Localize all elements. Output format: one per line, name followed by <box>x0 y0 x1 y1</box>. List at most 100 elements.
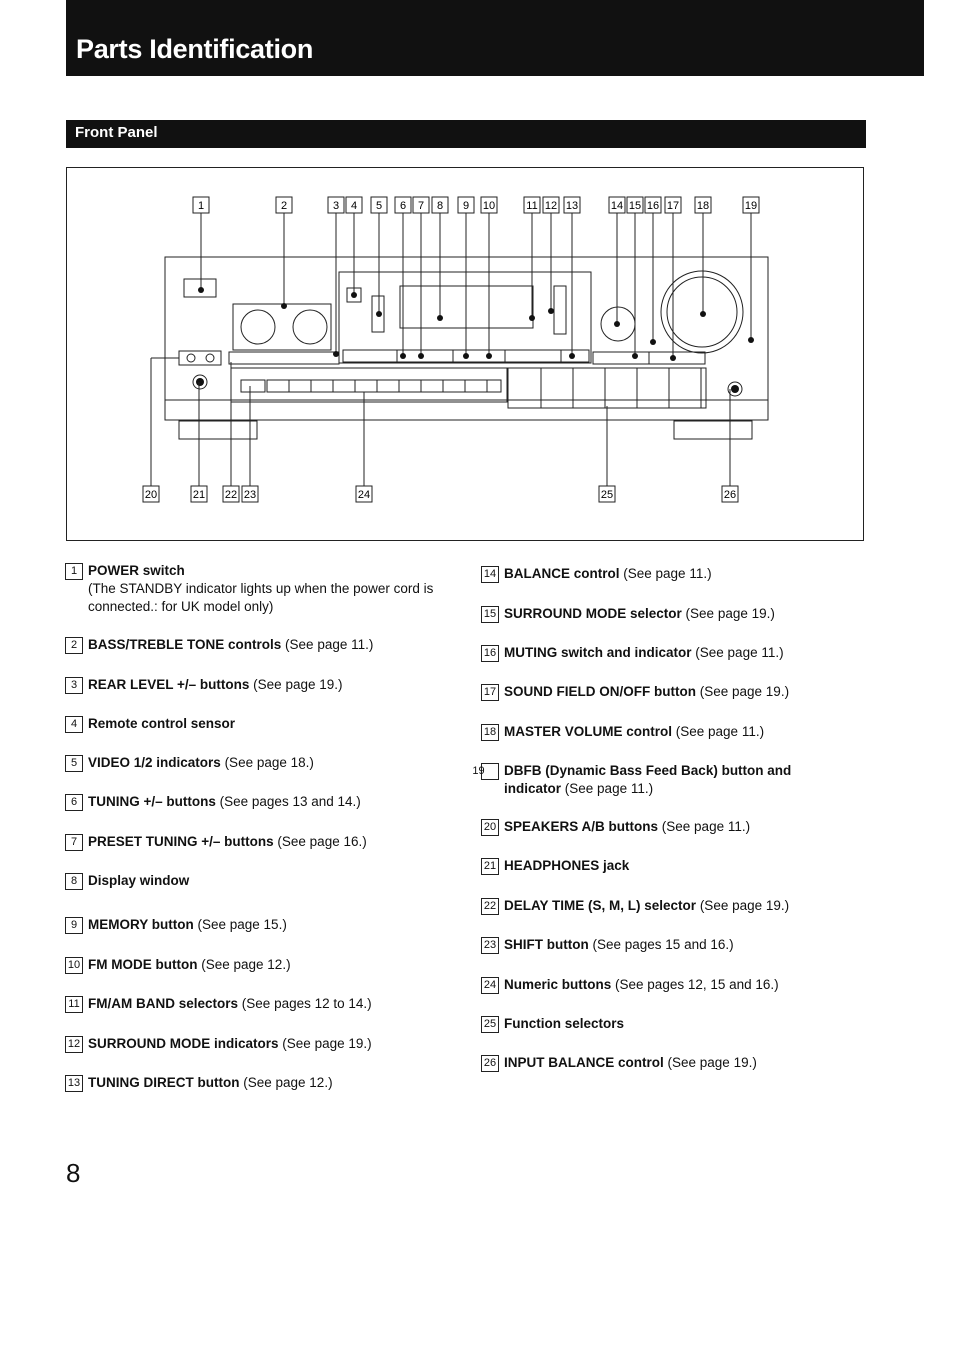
leader-dot <box>351 292 357 298</box>
left-foot <box>178 420 258 440</box>
part-number-badge: 4 <box>65 716 83 733</box>
callout-label-top-17: 17 <box>667 200 679 212</box>
leader-dot <box>418 353 424 359</box>
headphones-jack <box>192 374 208 390</box>
page-reference: (See pages 12, 15 and 16.) <box>615 977 779 992</box>
part-number-badge: 17 <box>481 684 499 701</box>
video-indicators <box>371 295 385 333</box>
treble-knob <box>292 309 328 345</box>
page-title: Parts Identification <box>76 34 314 64</box>
speakers-ab-buttons <box>178 350 222 366</box>
page-reference: (See page 19.) <box>253 677 343 692</box>
part-name: SURROUND MODE selector <box>504 606 682 621</box>
leader-dot <box>614 321 620 327</box>
callout-label-bottom-26: 26 <box>724 489 736 501</box>
part-name: MASTER VOLUME control <box>504 724 672 739</box>
part-number-badge: 13 <box>65 1075 83 1092</box>
part-number-badge: 25 <box>481 1016 499 1033</box>
callout-label-top-15: 15 <box>629 200 641 212</box>
center-panel <box>338 271 592 364</box>
callout-label-top-10: 10 <box>483 200 495 212</box>
speaker-b-button <box>205 353 215 363</box>
part-number-badge: 22 <box>481 898 499 915</box>
part-number-badge: 10 <box>65 957 83 974</box>
bass-knob <box>240 309 276 345</box>
page-reference: (See page 19.) <box>667 1055 757 1070</box>
part-name: DELAY TIME (S, M, L) selector <box>504 898 697 913</box>
part-number-badge: 2 <box>65 637 83 654</box>
part-name: REAR LEVEL +/– buttons <box>88 677 250 692</box>
callout-label-top-7: 7 <box>418 200 424 212</box>
master-volume-knob <box>666 276 738 348</box>
page-reference: (See page 11.) <box>564 781 654 796</box>
page-reference: (See pages 15 and 16.) <box>592 937 734 952</box>
right-foot <box>673 420 753 440</box>
leader-dot <box>400 353 406 359</box>
leader-dot <box>748 337 754 343</box>
part-number-badge: 16 <box>481 645 499 662</box>
callout-label-top-13: 13 <box>566 200 578 212</box>
page-reference: (See page 11.) <box>285 637 374 652</box>
function-selectors <box>507 367 707 409</box>
rear-level-buttons <box>228 351 340 365</box>
power-switch <box>183 278 217 298</box>
page-reference: (See page 12.) <box>201 957 291 972</box>
callout-label-top-18: 18 <box>697 200 709 212</box>
part-number-badge: 26 <box>481 1055 499 1072</box>
part-name: FM/AM BAND selectors <box>88 996 239 1011</box>
callout-label-bottom-22: 22 <box>225 489 237 501</box>
part-name: MEMORY button <box>88 917 194 932</box>
callout-label-top-5: 5 <box>376 200 382 212</box>
part-note: (The STANDBY indicator lights up when th… <box>88 581 434 614</box>
part-name: MUTING switch and indicator <box>504 645 692 660</box>
part-number-badge: 3 <box>65 677 83 694</box>
page-number: 8 <box>66 1158 81 1188</box>
callout-label-top-14: 14 <box>611 200 623 212</box>
part-name: BASS/TREBLE TONE controls <box>88 637 282 652</box>
callout-label-bottom-21: 21 <box>193 489 205 501</box>
leader-dot <box>569 353 575 359</box>
part-name: TUNING DIRECT button <box>88 1075 240 1090</box>
page-reference: (See pages 12 to 14.) <box>241 996 372 1011</box>
part-name: POWER switch <box>88 563 185 578</box>
part-number-badge: 21 <box>481 858 499 875</box>
leader-dot <box>198 287 204 293</box>
part-number-badge: 24 <box>481 977 499 994</box>
callout-label-top-3: 3 <box>333 200 339 212</box>
leader-dot <box>529 315 535 321</box>
part-item-2: 2 BASS/TREBLE TONE controls (See page 11.… <box>65 636 465 654</box>
part-number-badge: 12 <box>65 1036 83 1053</box>
callout-label-bottom-25: 25 <box>601 489 613 501</box>
leader-dot <box>437 315 443 321</box>
leader-dot <box>650 339 656 345</box>
page-reference: (See page 18.) <box>224 755 314 770</box>
callout-label-bottom-20: 20 <box>145 489 157 501</box>
leader-dot <box>376 311 382 317</box>
part-name: SURROUND MODE indicators <box>88 1036 279 1051</box>
section-header: Front Panel <box>66 120 866 148</box>
part-number-badge: 19 <box>472 763 499 780</box>
numeric-panel <box>230 367 508 403</box>
part-name: Display window <box>88 873 190 888</box>
page-reference: (See page 11.) <box>675 724 765 739</box>
callout-label-top-4: 4 <box>351 200 357 212</box>
part-name: TUNING +/– buttons <box>88 794 216 809</box>
leader-dot <box>632 353 638 359</box>
page-reference: (See page 19.) <box>282 1036 372 1051</box>
